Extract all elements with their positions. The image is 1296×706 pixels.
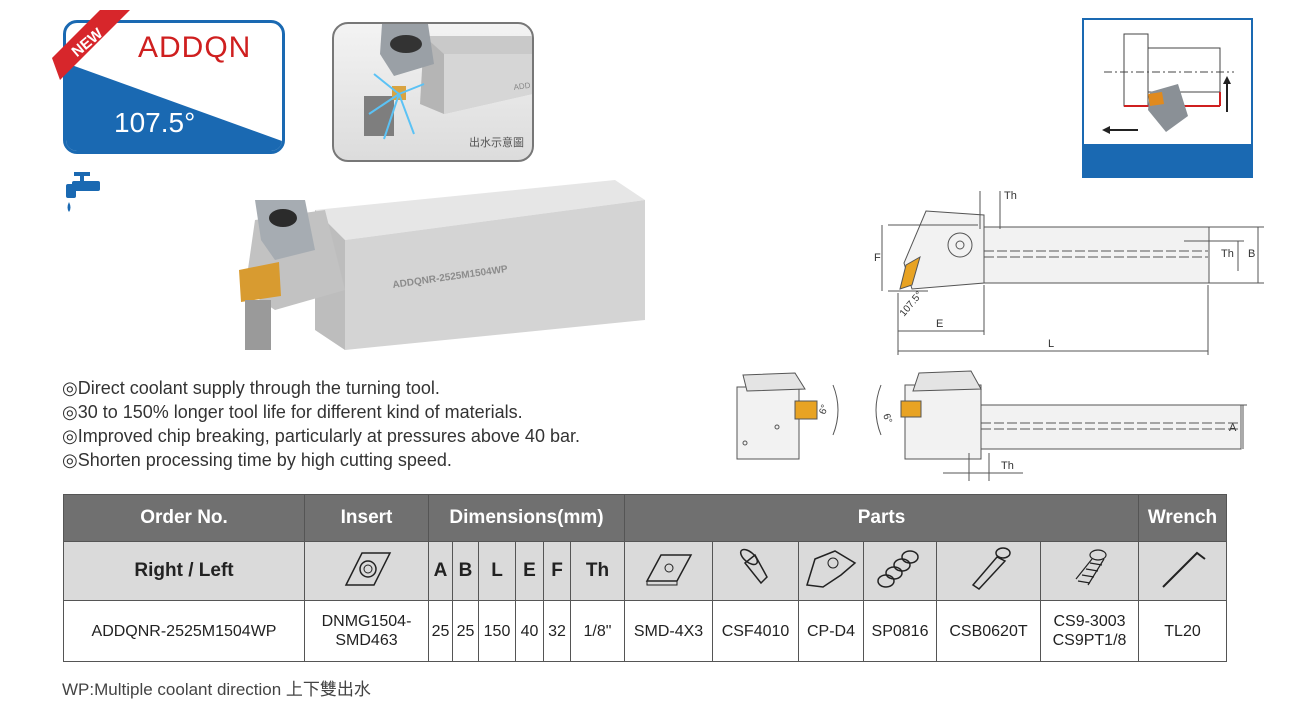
spring-icon <box>877 550 919 588</box>
dimension-drawing-bottom: 6° 6° A Th <box>736 370 1247 481</box>
row-a: 25 <box>428 600 453 662</box>
dim-label-e: E <box>936 318 943 330</box>
dim-label-clearance-1: 6° <box>817 403 831 416</box>
row-part2: CSF4010 <box>712 600 799 662</box>
part5-cell <box>936 541 1041 601</box>
subheader-l: L <box>478 541 516 601</box>
part2-cell <box>712 541 799 601</box>
subheader-th: Th <box>570 541 625 601</box>
operation-schematic <box>1082 18 1253 178</box>
row-b: 25 <box>452 600 479 662</box>
dim-label-angle: 107.5° <box>898 290 925 319</box>
feature-item-2: ◎30 to 150% longer tool life for differe… <box>62 402 523 422</box>
row-f: 32 <box>543 600 571 662</box>
feature-list: ◎Direct coolant supply through the turni… <box>62 376 580 472</box>
coolant-tap-icon <box>66 172 100 212</box>
subheader-right-left: Right / Left <box>63 541 305 601</box>
feature-item-1: ◎Direct coolant supply through the turni… <box>62 378 440 398</box>
header-order-no: Order No. <box>63 494 305 542</box>
part1-cell <box>624 541 713 601</box>
row-part6-line1: CS9-3003 <box>1053 613 1126 630</box>
row-part6-line2: CS9PT1/8 <box>1052 632 1127 649</box>
dim-label-clearance-2: 6° <box>880 412 894 425</box>
dim-label-th-top: Th <box>1004 190 1017 202</box>
row-insert: DNMG1504- SMD463 <box>304 600 429 662</box>
header-dimensions: Dimensions(mm) <box>428 494 625 542</box>
row-part1: SMD-4X3 <box>624 600 713 662</box>
coolant-caption: 出水示意圖 <box>469 137 524 149</box>
dim-label-th-bottom: Th <box>1001 460 1014 472</box>
row-wrench: TL20 <box>1138 600 1227 662</box>
spec-table: Order No. Insert Dimensions(mm) Parts Wr… <box>63 494 1227 662</box>
part3-cell <box>798 541 864 601</box>
subheader-a: A <box>428 541 453 601</box>
row-part4: SP0816 <box>863 600 937 662</box>
dim-label-b: B <box>1248 248 1255 260</box>
coolant-plug-icon <box>1075 549 1107 586</box>
bolt-icon <box>971 547 1011 590</box>
row-insert-line2: SMD463 <box>335 632 398 649</box>
subheader-b: B <box>452 541 479 601</box>
coolant-drawing: ADD <box>364 24 532 140</box>
coolant-illustration: ADD 出水示意圖 <box>332 22 534 162</box>
dim-label-th-side: Th <box>1221 248 1234 260</box>
screw-icon <box>739 548 768 585</box>
row-part3: CP-D4 <box>798 600 864 662</box>
row-l: 150 <box>478 600 516 662</box>
footnote: WP:Multiple coolant direction 上下雙出水 <box>62 680 371 699</box>
coolant-spray <box>368 73 425 140</box>
feature-item-4: ◎Shorten processing time by high cutting… <box>62 450 452 470</box>
dim-label-a: A <box>1229 422 1237 434</box>
row-insert-line1: DNMG1504- <box>321 613 412 630</box>
table-row: ADDQNR-2525M1504WP DNMG1504- SMD463 25 25… <box>63 600 1227 662</box>
wrench-cell <box>1138 541 1227 601</box>
wrench-icon <box>1161 551 1206 588</box>
part4-cell <box>863 541 937 601</box>
schematic-band <box>1084 144 1251 176</box>
clamp-icon <box>806 550 857 588</box>
feature-item-3: ◎Improved chip breaking, particularly at… <box>62 426 580 446</box>
row-order-no: ADDQNR-2525M1504WP <box>63 600 305 662</box>
shim-icon <box>645 554 692 586</box>
dim-label-f: F <box>874 252 881 264</box>
header-parts: Parts <box>624 494 1139 542</box>
badge-background <box>66 63 282 151</box>
part6-cell <box>1040 541 1139 601</box>
row-part5: CSB0620T <box>936 600 1041 662</box>
table-header-row: Order No. Insert Dimensions(mm) Parts Wr… <box>63 494 1227 542</box>
product-badge: ADDQN 107.5° <box>63 20 285 154</box>
badge-code: ADDQN <box>138 31 252 64</box>
table-subheader-row: Right / Left A B L E F Th <box>63 541 1227 601</box>
row-e: 40 <box>515 600 544 662</box>
subheader-e: E <box>515 541 544 601</box>
subheader-f: F <box>543 541 571 601</box>
header-wrench: Wrench <box>1138 494 1227 542</box>
header-insert: Insert <box>304 494 429 542</box>
insert-icon <box>344 552 391 586</box>
schematic-drawing <box>1102 33 1234 134</box>
dim-label-l: L <box>1048 338 1054 350</box>
new-ribbon: NEW <box>52 10 130 80</box>
insert-cell <box>304 541 429 601</box>
coolant-tool-text: ADD <box>513 81 531 92</box>
badge-angle: 107.5° <box>114 107 196 138</box>
tool-holder-render: ADDQNR-2525M1504WP <box>239 180 645 350</box>
row-th: 1/8" <box>570 600 625 662</box>
dimension-drawing-top: Th F Th B E L 107.5° <box>874 190 1264 355</box>
